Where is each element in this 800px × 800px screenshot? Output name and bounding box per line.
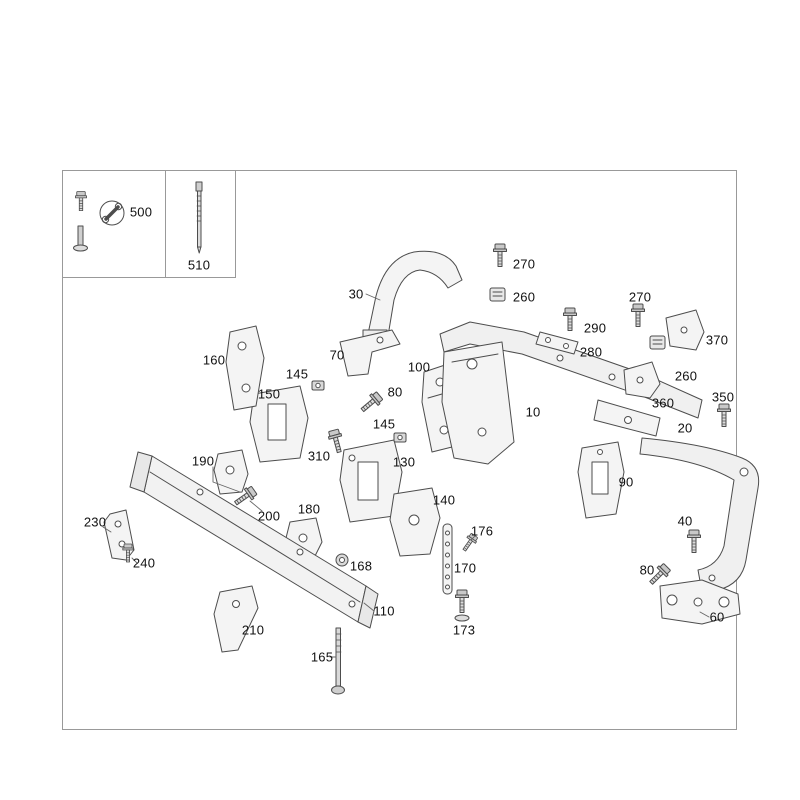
- part-illustration-360: [623, 361, 661, 399]
- part-illustration-280: [535, 331, 579, 355]
- nut-145-left: [311, 380, 325, 391]
- part-illustration-70: [339, 329, 401, 377]
- long-stud-icon: [195, 181, 203, 254]
- part-illustration-140: [389, 487, 441, 557]
- bolt-310: [326, 428, 347, 455]
- bolt-173: [454, 589, 470, 622]
- part-illustration-60: [659, 579, 741, 625]
- part-illustration-210: [213, 585, 259, 653]
- nut-168: [335, 553, 349, 567]
- nut-145-right: [393, 432, 407, 443]
- bolt-40: [687, 529, 701, 553]
- part-illustration-190: [213, 449, 249, 495]
- leader-lines: [102, 293, 710, 658]
- bolt-270-right: [631, 303, 645, 327]
- part-illustration-130: [339, 439, 403, 523]
- part-illustration-170: [442, 523, 453, 595]
- part-illustration-260-left: [489, 287, 506, 302]
- bolt-80-left: [357, 390, 385, 416]
- bolt-165: [331, 627, 345, 695]
- bolt-290: [563, 307, 577, 331]
- part-illustration-20: [639, 437, 760, 593]
- bolt-80-right: [646, 561, 673, 588]
- bolt-350: [717, 403, 731, 427]
- part-illustration-160: [225, 325, 265, 411]
- part-illustration-260-right: [649, 335, 666, 350]
- part-illustration-150: [249, 385, 309, 463]
- part-illustration-90: [577, 441, 625, 519]
- wrench-and-bolt-icon: [73, 191, 125, 252]
- part-illustration-370: [665, 309, 705, 351]
- part-illustration-110: [129, 451, 379, 629]
- bolt-270-left: [493, 243, 507, 267]
- part-illustration-30: [362, 250, 463, 340]
